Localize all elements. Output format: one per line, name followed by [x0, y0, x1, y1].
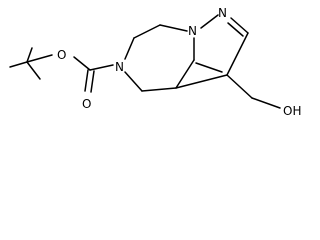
chemical-structure: O O N N N OH	[9, 6, 301, 118]
bond-n5-to-c4	[124, 71, 143, 92]
atom-label-nitrogen-5: N	[115, 60, 124, 74]
bond-c3b-to-c3a	[175, 74, 228, 89]
bond-n2-to-c3-double-inner	[227, 22, 244, 37]
atom-label-hydroxyl: OH	[283, 104, 301, 118]
bond-tbu-methyl-left	[9, 61, 28, 68]
atom-label-carbonyl-oxygen: O	[82, 97, 91, 111]
bond-carbonyl-double-1	[84, 69, 89, 92]
bond-c4-to-c3a	[141, 87, 177, 92]
bond-n1-to-n2	[200, 14, 219, 29]
bond-n5-to-c6	[124, 37, 135, 60]
bond-c3b-to-c7a-double	[195, 62, 223, 73]
bond-carbonyl-double-2	[90, 70, 95, 93]
bond-c6-to-c7	[133, 24, 161, 39]
atom-label-ester-oxygen: O	[57, 48, 66, 62]
atom-label-nitrogen-2: N	[218, 6, 227, 20]
bond-c3a-to-c7a	[175, 59, 195, 89]
atom-label-nitrogen-1: N	[188, 24, 197, 38]
bond-c3-to-c3b	[226, 32, 249, 76]
bond-n2-to-c3-double-outer	[230, 17, 249, 34]
bond-carbonyl-to-n5	[89, 64, 114, 71]
bond-tbu-to-ester-o	[26, 54, 53, 63]
bond-tbu-methyl-bottom	[26, 61, 41, 80]
structure-canvas: O O N N N OH	[9, 6, 301, 118]
bond-c7-to-n1	[159, 24, 188, 32]
bond-c3b-to-ch2	[226, 74, 253, 99]
bond-ch2-to-oh	[251, 97, 281, 109]
bond-tbu-methyl-top	[26, 47, 33, 63]
bond-ester-o-to-carbonyl	[73, 56, 91, 71]
